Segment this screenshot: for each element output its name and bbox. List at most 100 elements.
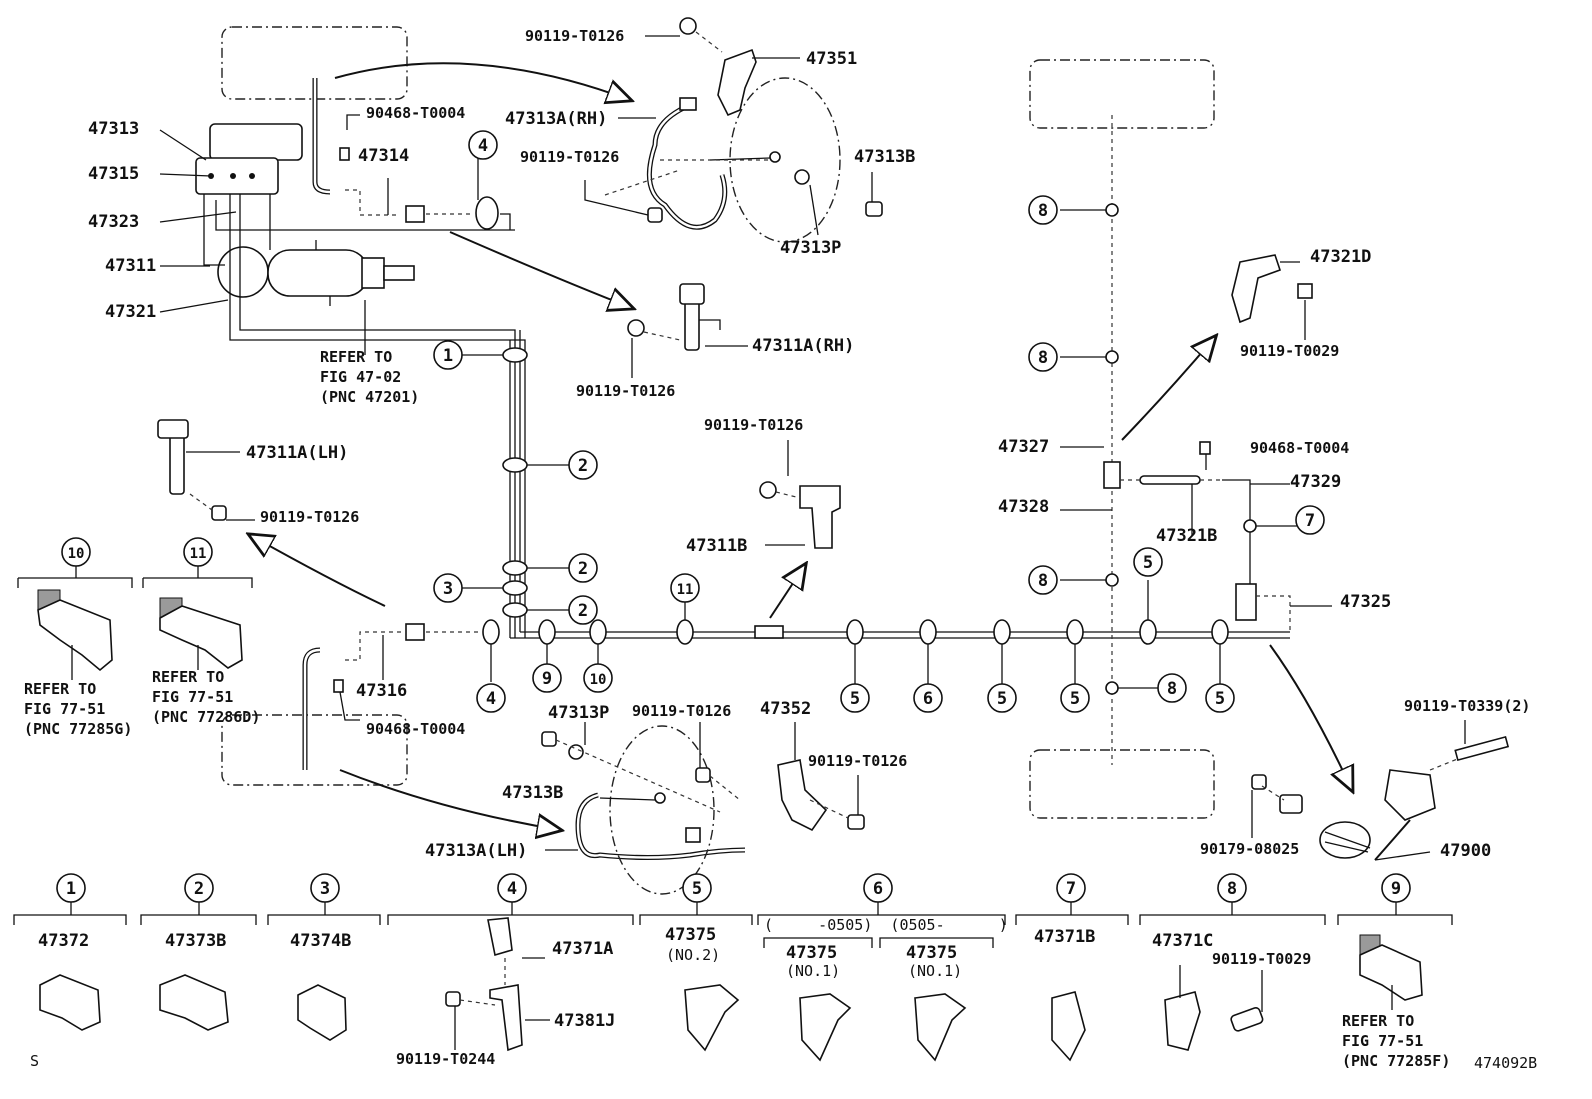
bracket-47311a-rh: [627, 283, 748, 378]
callout-circles: [56, 130, 1411, 903]
callout-10: 10: [68, 546, 85, 562]
legend-range-6: ( -0505) (0505- ): [764, 916, 1008, 934]
legend-part-8: 47371C: [1152, 931, 1213, 951]
part-47327: [1103, 461, 1121, 489]
label-90119-t0126-d: 90119-T0126: [260, 508, 359, 526]
callout-10: 10: [590, 672, 607, 688]
legend-bolt-4: 90119-T0244: [396, 1050, 495, 1068]
label-47900: 47900: [1440, 841, 1491, 861]
label-47316: 47316: [356, 681, 407, 701]
label-47313: 47313: [88, 119, 139, 139]
label-90119-t0126-e: 90119-T0126: [704, 416, 803, 434]
legend-clip-icons: [39, 917, 1423, 1062]
callout-9: 9: [542, 669, 552, 689]
legend-ref9-line3: (PNC 77285F): [1342, 1052, 1450, 1070]
callout-2: 2: [578, 559, 588, 579]
hose-47313a-rh: [584, 77, 883, 243]
label-ref10-line3: (PNC 77285G): [24, 720, 132, 738]
label-47321b: 47321B: [1156, 526, 1217, 546]
legend-num-2: 2: [194, 879, 204, 899]
callout-8: 8: [1167, 679, 1177, 699]
label-47311: 47311: [105, 256, 156, 276]
legend-sub-5: (NO.2): [666, 946, 720, 964]
callout-5: 5: [1215, 689, 1225, 709]
label-90179: 90179-08025: [1200, 840, 1299, 858]
master-cylinder-assembly: [195, 123, 526, 638]
label-90119-t0029-a: 90119-T0029: [1240, 342, 1339, 360]
label-90468-right: 90468-T0004: [1250, 439, 1349, 457]
bracket-47311a-lh: [157, 419, 255, 521]
label-90119-t0126-g: 90119-T0126: [808, 752, 907, 770]
label-47323: 47323: [88, 212, 139, 232]
valve-47325: [1235, 583, 1257, 621]
callout-7: 7: [1305, 511, 1315, 531]
placeholder-box-top-right: [1029, 59, 1215, 129]
label-47351: 47351: [806, 49, 857, 69]
label-refer-line1: REFER TO: [320, 348, 392, 366]
pipe-union-top: [405, 205, 425, 223]
legend-num-5: 5: [692, 879, 702, 899]
label-47313p-top: 47313P: [780, 238, 841, 258]
legend-num-7: 7: [1066, 879, 1076, 899]
legend-num-8: 8: [1227, 879, 1237, 899]
label-47314: 47314: [358, 146, 409, 166]
legend-part-4b: 47381J: [554, 1011, 615, 1031]
legend-part-3: 47374B: [290, 931, 351, 951]
placeholder-box-bottom-left: [221, 714, 408, 786]
label-47329: 47329: [1290, 472, 1341, 492]
label-47352: 47352: [760, 699, 811, 719]
label-47313p-bot: 47313P: [548, 703, 609, 723]
callout-6: 6: [923, 689, 933, 709]
label-47313a-lh: 47313A(LH): [425, 841, 527, 861]
label-47315: 47315: [88, 164, 139, 184]
placeholder-box-bottom-right: [1029, 749, 1215, 819]
label-90119-t0126-b: 90119-T0126: [520, 148, 619, 166]
pipe-union-bottom: [405, 623, 425, 641]
legend-num-6: 6: [873, 879, 883, 899]
callout-5: 5: [997, 689, 1007, 709]
callout-3: 3: [443, 579, 453, 599]
legend-num-9: 9: [1391, 879, 1401, 899]
bracket-47352: [777, 722, 865, 832]
placeholder-box-top-left: [221, 26, 408, 100]
label-90468-bot: 90468-T0004: [366, 720, 465, 738]
label-ref10-line2: FIG 77-51: [24, 700, 105, 718]
label-47313b-bot: 47313B: [502, 783, 563, 803]
diagram-id: 474092B: [1474, 1054, 1537, 1072]
callout-11: 11: [677, 582, 694, 598]
label-90119-t0126-c: 90119-T0126: [576, 382, 675, 400]
legend-part-2: 47373B: [165, 931, 226, 951]
label-90119-t0126-f: 90119-T0126: [632, 702, 731, 720]
label-47311a-lh: 47311A(LH): [246, 443, 348, 463]
label-refer-line2: FIG 47-02: [320, 368, 401, 386]
clamps-vertical: [502, 347, 528, 618]
label-refer-line3: (PNC 47201): [320, 388, 419, 406]
bracket-47321d: [1231, 254, 1313, 340]
legend-bolt-8: 90119-T0029: [1212, 950, 1311, 968]
tube-joint-47311b: [754, 625, 784, 639]
callout-2: 2: [578, 456, 588, 476]
callout-2: 2: [578, 601, 588, 621]
callout-5: 5: [1070, 689, 1080, 709]
legend-sub-6a: (NO.1): [786, 962, 840, 980]
callout-8: 8: [1038, 571, 1048, 591]
callout-4: 4: [478, 136, 488, 156]
legend-num-1: 1: [66, 879, 76, 899]
clamps-horizontal: [482, 619, 1229, 645]
clip-ref-10: [17, 566, 133, 680]
legend-part-6a: 47375: [786, 943, 837, 963]
label-90119-t0126-a: 90119-T0126: [525, 27, 624, 45]
legend-brackets: [13, 902, 1453, 948]
label-47311b: 47311B: [686, 536, 747, 556]
label-47313b-top: 47313B: [854, 147, 915, 167]
legend-num-4: 4: [507, 879, 517, 899]
label-47313a-rh: 47313A(RH): [505, 109, 607, 129]
clip-ref-11: [142, 566, 253, 670]
label-90468-top: 90468-T0004: [366, 104, 465, 122]
callout-5: 5: [1143, 553, 1153, 573]
callout-1: 1: [443, 346, 453, 366]
bracket-47351: [645, 17, 800, 117]
label-47328: 47328: [998, 497, 1049, 517]
label-ref11-line1: REFER TO: [152, 668, 224, 686]
